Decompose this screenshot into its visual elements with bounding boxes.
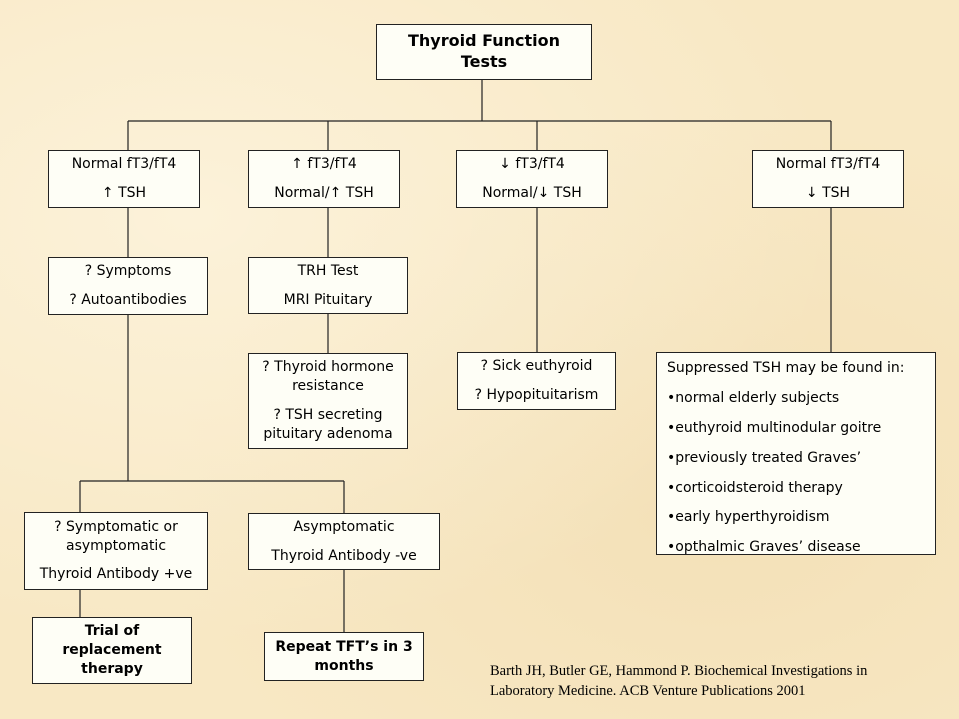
suppressed-tsh-box: Suppressed TSH may be found in: •normal … <box>656 352 936 555</box>
resistance-line-1: ? Thyroid hormone <box>262 359 394 376</box>
sick-euthyroid-box: ? Sick euthyroid ? Hypopituitarism <box>457 352 616 410</box>
branch-3-line-2: Normal/↓ TSH <box>482 185 582 201</box>
trial-replacement-therapy-box: Trial of replacement therapy <box>32 617 192 684</box>
title-box: Thyroid Function Tests <box>376 24 592 80</box>
symptomatic-line-3: Thyroid Antibody +ve <box>39 566 193 583</box>
suppressed-item: •normal elderly subjects <box>667 389 840 406</box>
sick-line-1: ? Sick euthyroid <box>480 358 593 375</box>
repeat-line-2: months <box>314 657 374 674</box>
symptoms-box: ? Symptoms ? Autoantibodies <box>48 257 208 315</box>
suppressed-item: •previously treated Graves’ <box>667 449 862 466</box>
branch-box-low-ft3: ↓ fT3/fT4 Normal/↓ TSH <box>456 150 608 208</box>
repeat-line-1: Repeat TFT’s in 3 <box>275 638 413 655</box>
trial-line-3: therapy <box>81 660 143 677</box>
resistance-line-3: ? TSH secreting <box>273 407 383 423</box>
symptomatic-line-1: ? Symptomatic or <box>54 518 178 535</box>
branch-1-line-1: Normal fT3/fT4 <box>71 156 177 173</box>
symptomatic-antibody-positive-box: ? Symptomatic or asymptomatic Thyroid An… <box>24 512 208 590</box>
branch-2-line-2: Normal/↑ TSH <box>274 185 374 201</box>
title-line-1: Thyroid Function <box>407 31 561 51</box>
hormone-resistance-box: ? Thyroid hormone resistance ? TSH secre… <box>248 353 408 449</box>
symptoms-line-1: ? Symptoms <box>84 263 172 280</box>
suppressed-item: •euthyroid multinodular goitre <box>667 419 882 436</box>
suppressed-heading: Suppressed TSH may be found in: <box>667 360 905 376</box>
resistance-line-2: resistance <box>292 378 364 395</box>
suppressed-item: •corticoidsteroid therapy <box>667 479 843 496</box>
branch-box-normal-high-tsh: Normal fT3/fT4 ↑ TSH <box>48 150 200 208</box>
asymptomatic-line-2: Thyroid Antibody -ve <box>271 547 417 564</box>
suppressed-item: •opthalmic Graves’ disease <box>667 539 861 556</box>
suppressed-item: •early hyperthyroidism <box>667 509 830 526</box>
title-line-2: Tests <box>460 52 508 71</box>
trial-line-1: Trial of <box>84 623 140 640</box>
citation-line-1: Barth JH, Butler GE, Hammond P. Biochemi… <box>490 663 868 679</box>
trh-line-2: MRI Pituitary <box>283 291 373 308</box>
branch-4-line-1: Normal fT3/fT4 <box>775 156 881 173</box>
trh-test-box: TRH Test MRI Pituitary <box>248 257 408 314</box>
symptomatic-line-2: asymptomatic <box>65 537 167 554</box>
branch-4-line-2: ↓ TSH <box>805 185 851 201</box>
asymptomatic-antibody-negative-box: Asymptomatic Thyroid Antibody -ve <box>248 513 440 570</box>
citation: Barth JH, Butler GE, Hammond P. Biochemi… <box>490 661 930 702</box>
citation-line-2: Laboratory Medicine. ACB Venture Publica… <box>490 683 806 700</box>
trh-line-1: TRH Test <box>297 262 359 279</box>
branch-box-normal-low-tsh: Normal fT3/fT4 ↓ TSH <box>752 150 904 208</box>
asymptomatic-line-1: Asymptomatic <box>293 518 395 535</box>
branch-2-line-1: ↑ fT3/fT4 <box>291 156 357 173</box>
branch-1-line-2: ↑ TSH <box>101 185 147 201</box>
branch-3-line-1: ↓ fT3/fT4 <box>499 156 565 173</box>
sick-line-2: ? Hypopituitarism <box>474 387 599 403</box>
symptoms-line-2: ? Autoantibodies <box>69 292 187 308</box>
resistance-line-4: pituitary adenoma <box>263 425 393 442</box>
trial-line-2: replacement <box>62 642 162 659</box>
branch-box-high-ft3: ↑ fT3/fT4 Normal/↑ TSH <box>248 150 400 208</box>
repeat-tft-box: Repeat TFT’s in 3 months <box>264 632 424 681</box>
